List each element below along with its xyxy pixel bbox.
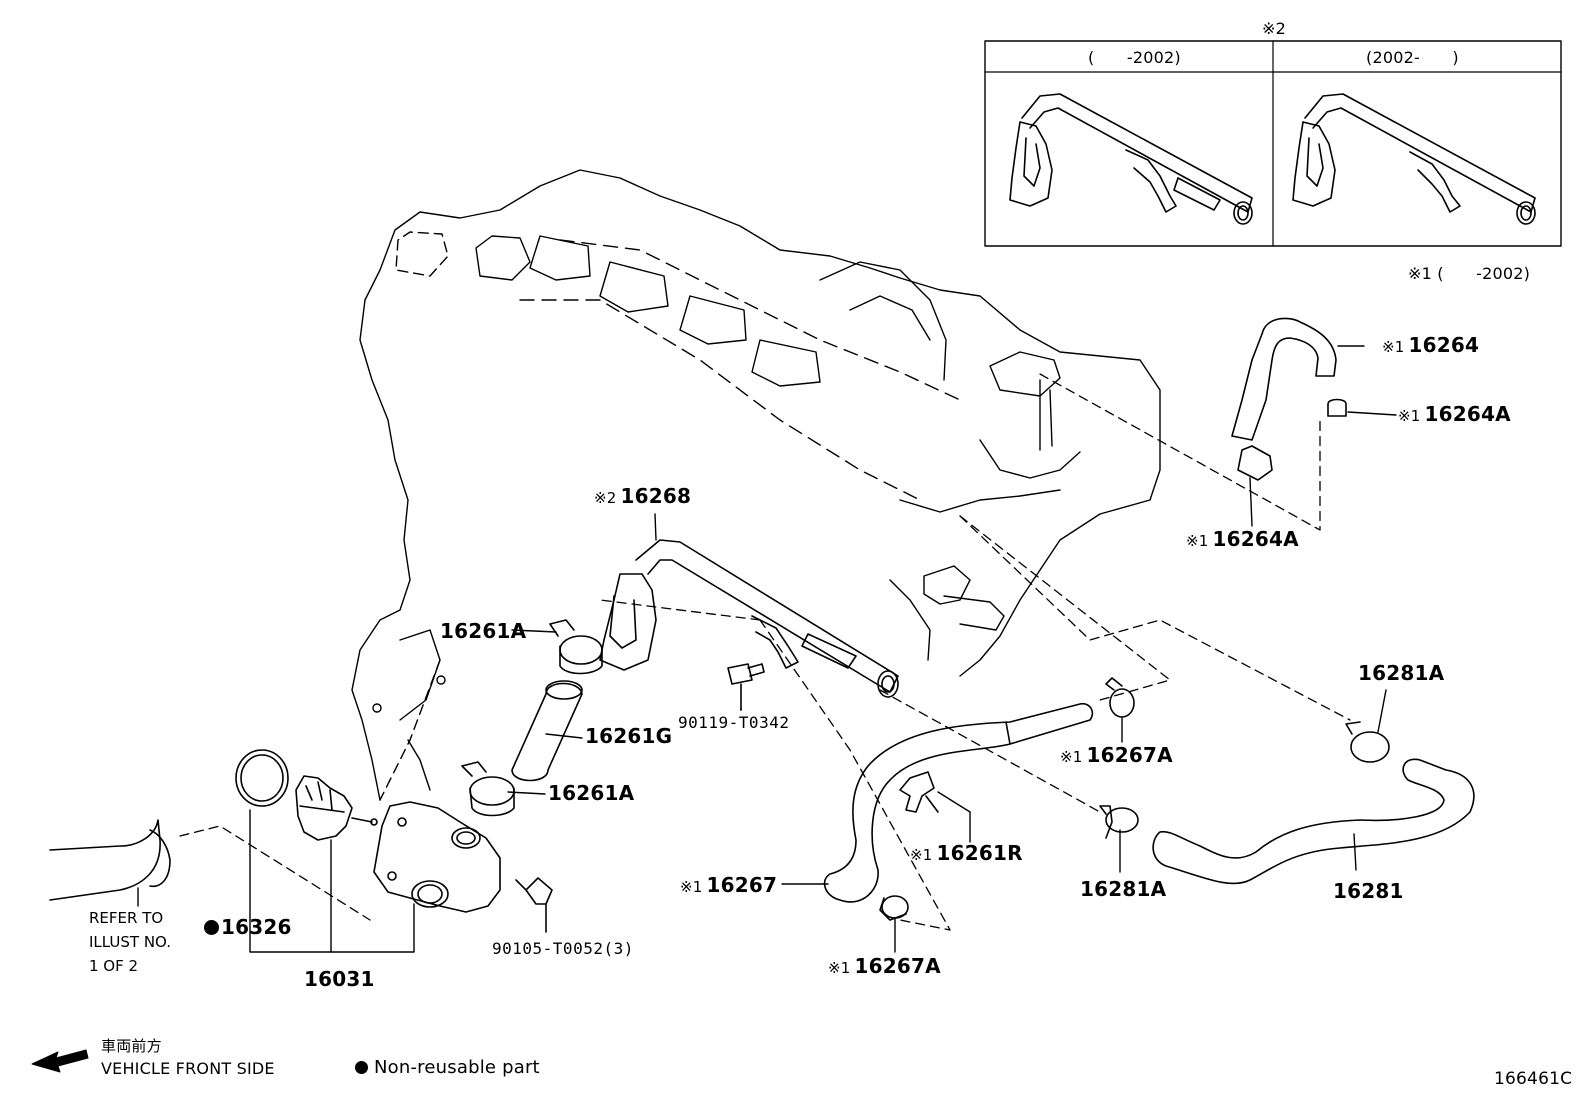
refer-line-3: 1 OF 2 bbox=[89, 957, 139, 975]
label-16261G: 16261G bbox=[585, 724, 673, 748]
label-16261A-upper: 16261A bbox=[440, 619, 527, 643]
label-16281: 16281 bbox=[1333, 879, 1404, 903]
label-16031: 16031 bbox=[304, 967, 375, 991]
legend-front-jp: 車両前方 bbox=[101, 1037, 162, 1055]
note-x1: ※1 ( -2002) bbox=[1408, 264, 1531, 283]
clamp-16267A-right bbox=[1105, 677, 1135, 718]
label-16261A-lower: 16261A bbox=[548, 781, 635, 805]
pipe-16268 bbox=[599, 539, 899, 698]
inset-pipe-early bbox=[1009, 93, 1253, 225]
label-16281A-lower: 16281A bbox=[1080, 877, 1167, 901]
clamp-16281A-lower bbox=[1099, 805, 1139, 839]
legend-front-en: VEHICLE FRONT SIDE bbox=[101, 1059, 275, 1078]
hose-16261G bbox=[511, 680, 583, 782]
hose-16267 bbox=[823, 702, 1094, 903]
clamp-16261A-upper bbox=[549, 619, 603, 675]
inset-col-left: ( -2002) bbox=[1088, 48, 1181, 67]
refer-note: REFER TO ILLUST NO. 1 OF 2 bbox=[89, 906, 171, 978]
refer-line-1: REFER TO bbox=[89, 909, 164, 927]
hose-16281 bbox=[1152, 758, 1475, 885]
dashed-leaders bbox=[179, 373, 1351, 931]
left-hose-ref bbox=[49, 819, 171, 901]
water-inlet-housing bbox=[373, 801, 501, 913]
label-90119: 90119-T0342 bbox=[678, 713, 790, 732]
clip-16261R bbox=[899, 771, 939, 813]
inset-pipe-late bbox=[1292, 93, 1536, 225]
leader-lines bbox=[137, 345, 1397, 953]
inset-col-right: (2002- ) bbox=[1366, 48, 1459, 67]
engine-outline bbox=[351, 169, 1161, 801]
non-reusable-dot-icon bbox=[204, 920, 219, 935]
refer-line-2: ILLUST NO. bbox=[89, 933, 172, 951]
gasket-16326 bbox=[235, 749, 289, 807]
bolt-90105 bbox=[515, 877, 553, 933]
legend-nonreusable: Non-reusable part bbox=[355, 1057, 540, 1079]
label-90105: 90105-T0052(3) bbox=[492, 939, 634, 958]
label-16281A-upper: 16281A bbox=[1358, 661, 1445, 685]
clamp-16281A-upper bbox=[1345, 721, 1390, 763]
clamp-16261A-lower bbox=[461, 761, 515, 817]
front-arrow-icon bbox=[31, 1049, 89, 1073]
thermostat-16031 bbox=[295, 775, 378, 841]
inset-box bbox=[984, 40, 1562, 247]
bolt-90119 bbox=[727, 663, 765, 711]
hose-16264 bbox=[1231, 317, 1347, 481]
figure-id: 166461C bbox=[1494, 1069, 1573, 1089]
clamp-16267A-bottom bbox=[879, 895, 909, 921]
inset-header-mark: ※2 bbox=[1262, 19, 1286, 38]
label-16326: 16326 bbox=[204, 916, 292, 938]
legend-dot-icon bbox=[355, 1061, 368, 1074]
